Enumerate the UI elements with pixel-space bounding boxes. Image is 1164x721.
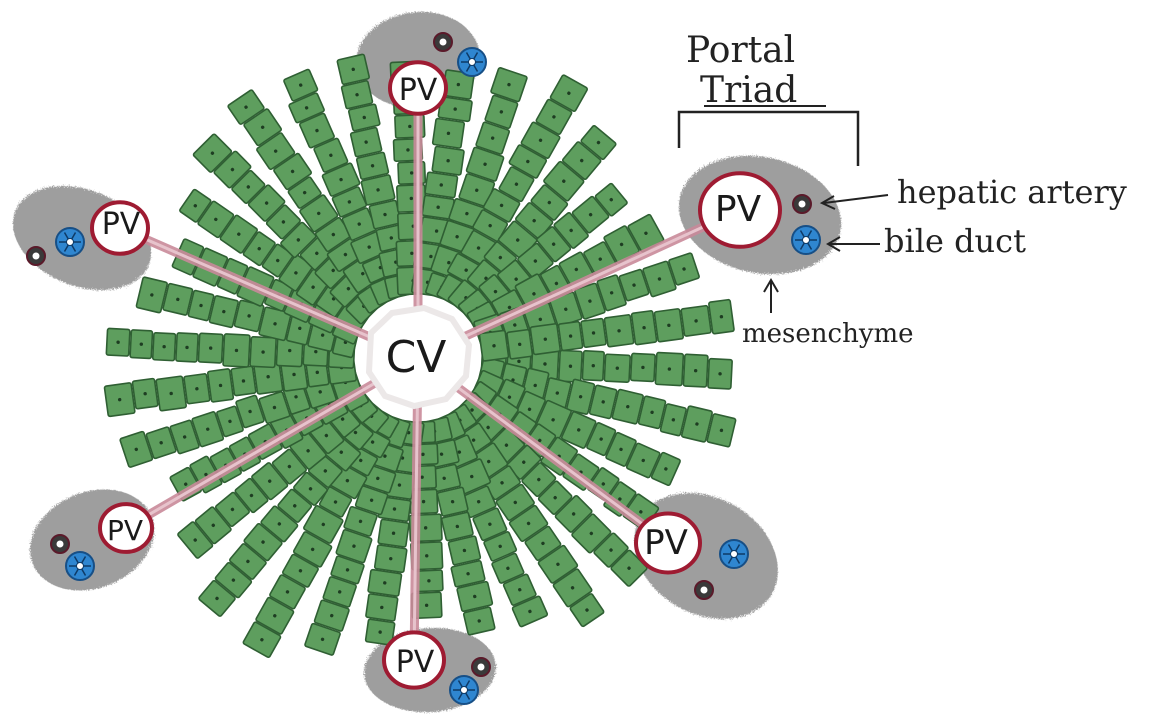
hepatic-artery-lumen: [57, 541, 64, 548]
mesenchyme-annotation: mesenchyme: [742, 280, 914, 349]
hepatic-artery-lumen: [799, 201, 806, 208]
central-vein: CV: [369, 308, 469, 406]
bile-duct-lumen: [469, 59, 476, 66]
bile-duct-annotation: bile duct: [828, 222, 1026, 260]
portal-vein-label-right-lower: PV: [644, 523, 688, 563]
bile-duct-bottom: [450, 676, 478, 704]
hepatic-artery-lumen: [478, 664, 485, 671]
bile-duct-right-lower: [720, 540, 748, 568]
portal-vein-label-bottom: PV: [396, 645, 435, 680]
hepatic-artery-lumen: [440, 39, 447, 46]
hepatic-artery-top: [434, 33, 452, 51]
portal-vein-label-left-lower: PV: [107, 514, 143, 547]
hepatic-artery-left-lower: [51, 535, 69, 553]
hepatic-artery-right-lower: [695, 581, 713, 599]
hepatic-artery-bottom: [472, 658, 490, 676]
hepatic-artery-annotation: hepatic artery: [822, 173, 1127, 211]
bile-duct-right-upper: [792, 226, 820, 254]
bile-duct-lumen: [67, 239, 74, 246]
bile-duct-lumen: [461, 687, 468, 694]
hepatic-artery-label: hepatic artery: [897, 173, 1127, 211]
bile-duct-left-upper: [56, 228, 84, 256]
portal-triad-label-line2: Triad: [700, 70, 797, 111]
mesenchyme-label: mesenchyme: [742, 319, 914, 349]
portal-vein-label-right-upper: PV: [715, 189, 762, 230]
portal-triad-annotation: Portal Triad: [679, 30, 858, 166]
bile-duct-lumen: [731, 551, 738, 558]
portal-vein-label-left-upper: PV: [102, 207, 141, 242]
bile-duct-label: bile duct: [884, 222, 1026, 260]
portal-vein-label-top: PV: [399, 73, 438, 108]
hepatic-artery-right-upper: [793, 195, 811, 213]
hepatic-artery-left-upper: [27, 247, 45, 265]
bile-duct-left-lower: [66, 552, 94, 580]
bile-duct-lumen: [77, 563, 84, 570]
portal-triad-label-line1: Portal: [686, 30, 795, 71]
hepatic-artery-lumen: [701, 587, 708, 594]
central-vein-label: CV: [386, 332, 447, 383]
bile-duct-lumen: [803, 237, 810, 244]
hepatic-artery-lumen: [33, 253, 40, 260]
bile-duct-top: [458, 48, 486, 76]
